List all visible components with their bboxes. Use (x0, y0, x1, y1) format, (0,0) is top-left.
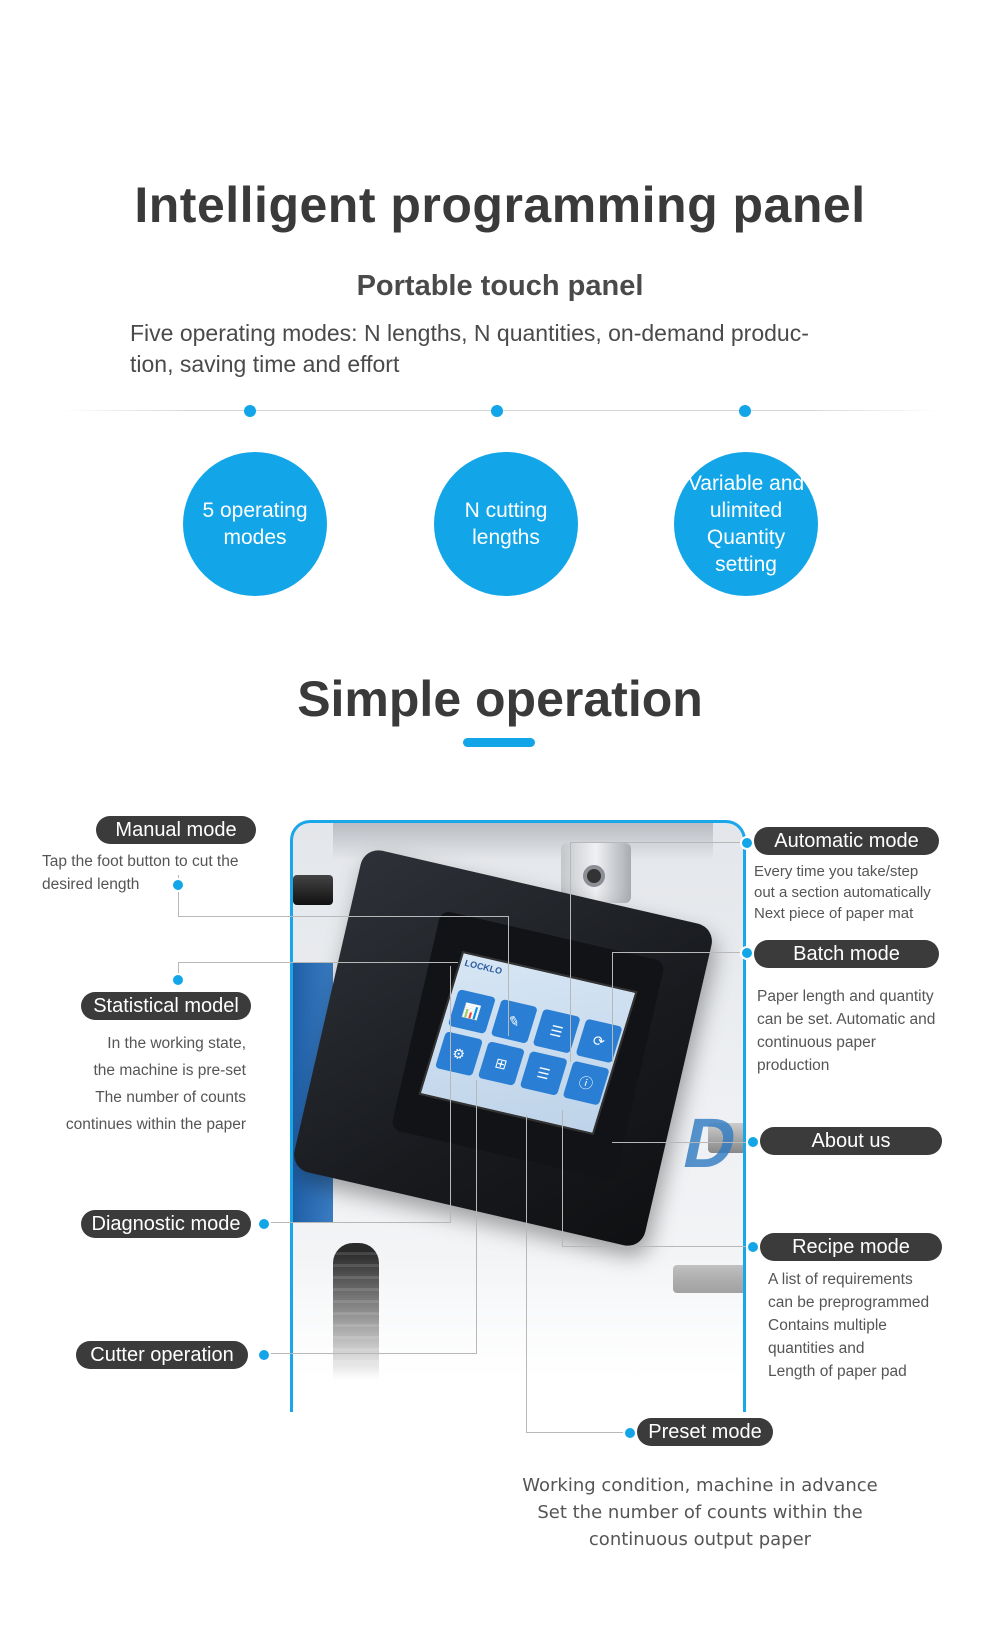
leader-line (612, 1142, 746, 1143)
statistical-model-desc: In the working state, the machine is pre… (30, 1030, 246, 1138)
diagnostic-mode-dot (259, 1219, 269, 1229)
device-logo-fragment: D (676, 1104, 744, 1182)
section-title: Simple operation (297, 671, 703, 727)
leader-line (612, 952, 613, 1062)
desc-line: can be set. Automatic and (757, 1011, 936, 1028)
about-us-label: About us (760, 1127, 942, 1155)
about-us-dot (748, 1137, 758, 1147)
cutter-operation-label: Cutter operation (76, 1341, 248, 1369)
leader-line (178, 962, 458, 963)
batch-mode-desc: Paper length and quantity can be set. Au… (757, 985, 977, 1077)
screen-tile-manual: ✎ (490, 998, 538, 1044)
desc-line: Paper length and quantity (757, 988, 934, 1005)
leader-line (570, 842, 746, 843)
screen-tile-recipe: ☰ (519, 1050, 568, 1096)
leader-line (450, 966, 451, 1223)
preset-mode-dot (625, 1428, 635, 1438)
leader-line (476, 1080, 477, 1354)
leader-line (268, 1222, 450, 1223)
automatic-mode-dot (742, 838, 752, 848)
desc-line: In the working state, (107, 1035, 246, 1052)
title-accent-bar (463, 738, 535, 747)
screen-brand: LOCKLO (463, 957, 504, 977)
desc-line: the machine is pre-set (93, 1062, 247, 1079)
recipe-mode-label: Recipe mode (760, 1233, 942, 1261)
leader-line (562, 1110, 563, 1247)
manual-mode-dot (173, 880, 183, 890)
batch-mode-label: Batch mode (754, 940, 939, 968)
statistical-model-dot (173, 975, 183, 985)
screen-tile-preset: ⊞ (477, 1041, 525, 1086)
desc-line: out a section automatically (754, 884, 931, 901)
leader-line (562, 1246, 746, 1247)
leader-line (526, 1432, 626, 1433)
recipe-mode-desc: A list of requirements can be preprogram… (768, 1268, 988, 1383)
leader-line (570, 842, 571, 1062)
feature-label: 5 operating modes (202, 499, 308, 549)
screen-tile-batch: ⟳ (574, 1018, 623, 1064)
screen-tile-feed: ☰ (532, 1008, 581, 1054)
batch-mode-dot (742, 948, 752, 958)
leader-line (526, 1115, 527, 1433)
timeline-dot (244, 405, 256, 417)
desc-line: can be preprogrammed (768, 1294, 930, 1311)
desc-line: continues within the paper (65, 1116, 246, 1133)
desc-line: A list of requirements (768, 1271, 913, 1288)
automatic-mode-desc: Every time you take/step out a section a… (754, 861, 974, 924)
timeline-dot (739, 405, 751, 417)
diagnostic-mode-label: Diagnostic mode (81, 1210, 251, 1238)
desc-line: Contains multiple (768, 1317, 887, 1334)
leader-line (508, 916, 509, 1036)
screen-tile-grid: 📊 ✎ ☰ ⟳ ⚙ ⊞ ☰ ⓘ (434, 989, 623, 1106)
feature-circle-lengths: N cutting lengths (434, 452, 578, 596)
feature-circle-modes: 5 operating modes (183, 452, 327, 596)
desc-line: Next piece of paper mat (754, 905, 914, 922)
device-bracket (561, 843, 631, 903)
page-subtitle: Portable touch panel (356, 270, 644, 302)
device-knob (708, 1123, 743, 1153)
device-knob (293, 875, 333, 905)
leader-line (268, 1353, 476, 1354)
statistical-model-label: Statistical model (81, 992, 251, 1020)
feature-circle-quantity: Variable and ulimited Quantity setting (674, 452, 818, 596)
screen-tile-diagnostic: ⚙ (434, 1031, 483, 1077)
cutter-operation-dot (259, 1350, 269, 1360)
desc-line: The number of counts (95, 1089, 246, 1106)
desc-line: continuous output paper (588, 1529, 812, 1550)
preset-mode-label: Preset mode (637, 1418, 773, 1446)
desc-line: Length of paper pad (768, 1363, 907, 1380)
recipe-mode-dot (748, 1242, 758, 1252)
device-base-fade (293, 1252, 743, 1412)
desc-line: quantities and (768, 1340, 865, 1357)
page-title: Intelligent programming panel (134, 177, 866, 233)
desc-line: Working condition, machine in advance (522, 1475, 878, 1496)
desc-line: Set the number of counts within the (537, 1502, 863, 1523)
leader-line (178, 962, 179, 980)
device-image: D LOCKLO 📊 ✎ ☰ ⟳ ⚙ ⊞ ☰ ⓘ (290, 820, 746, 1412)
automatic-mode-label: Automatic mode (754, 827, 939, 855)
preset-mode-desc: Working condition, machine in advance Se… (520, 1472, 880, 1553)
feature-label: N cutting lengths (464, 499, 548, 549)
timeline-dot (491, 405, 503, 417)
leader-line (612, 952, 746, 953)
manual-mode-label: Manual mode (96, 816, 256, 844)
desc-line: continuous paper (757, 1034, 876, 1051)
bracket-hole (583, 865, 605, 887)
desc-line: production (757, 1057, 830, 1074)
manual-mode-desc: Tap the foot button to cut the desired l… (42, 853, 239, 893)
intro-text: Five operating modes: N lengths, N quant… (130, 320, 809, 377)
screen-tile-statistics: 📊 (447, 989, 496, 1034)
screen-tile-about: ⓘ (562, 1060, 610, 1106)
leader-line (178, 916, 508, 917)
feature-label: Variable and ulimited Quantity setting (687, 472, 805, 576)
desc-line: Every time you take/step (754, 863, 919, 880)
leader-line (178, 875, 179, 917)
